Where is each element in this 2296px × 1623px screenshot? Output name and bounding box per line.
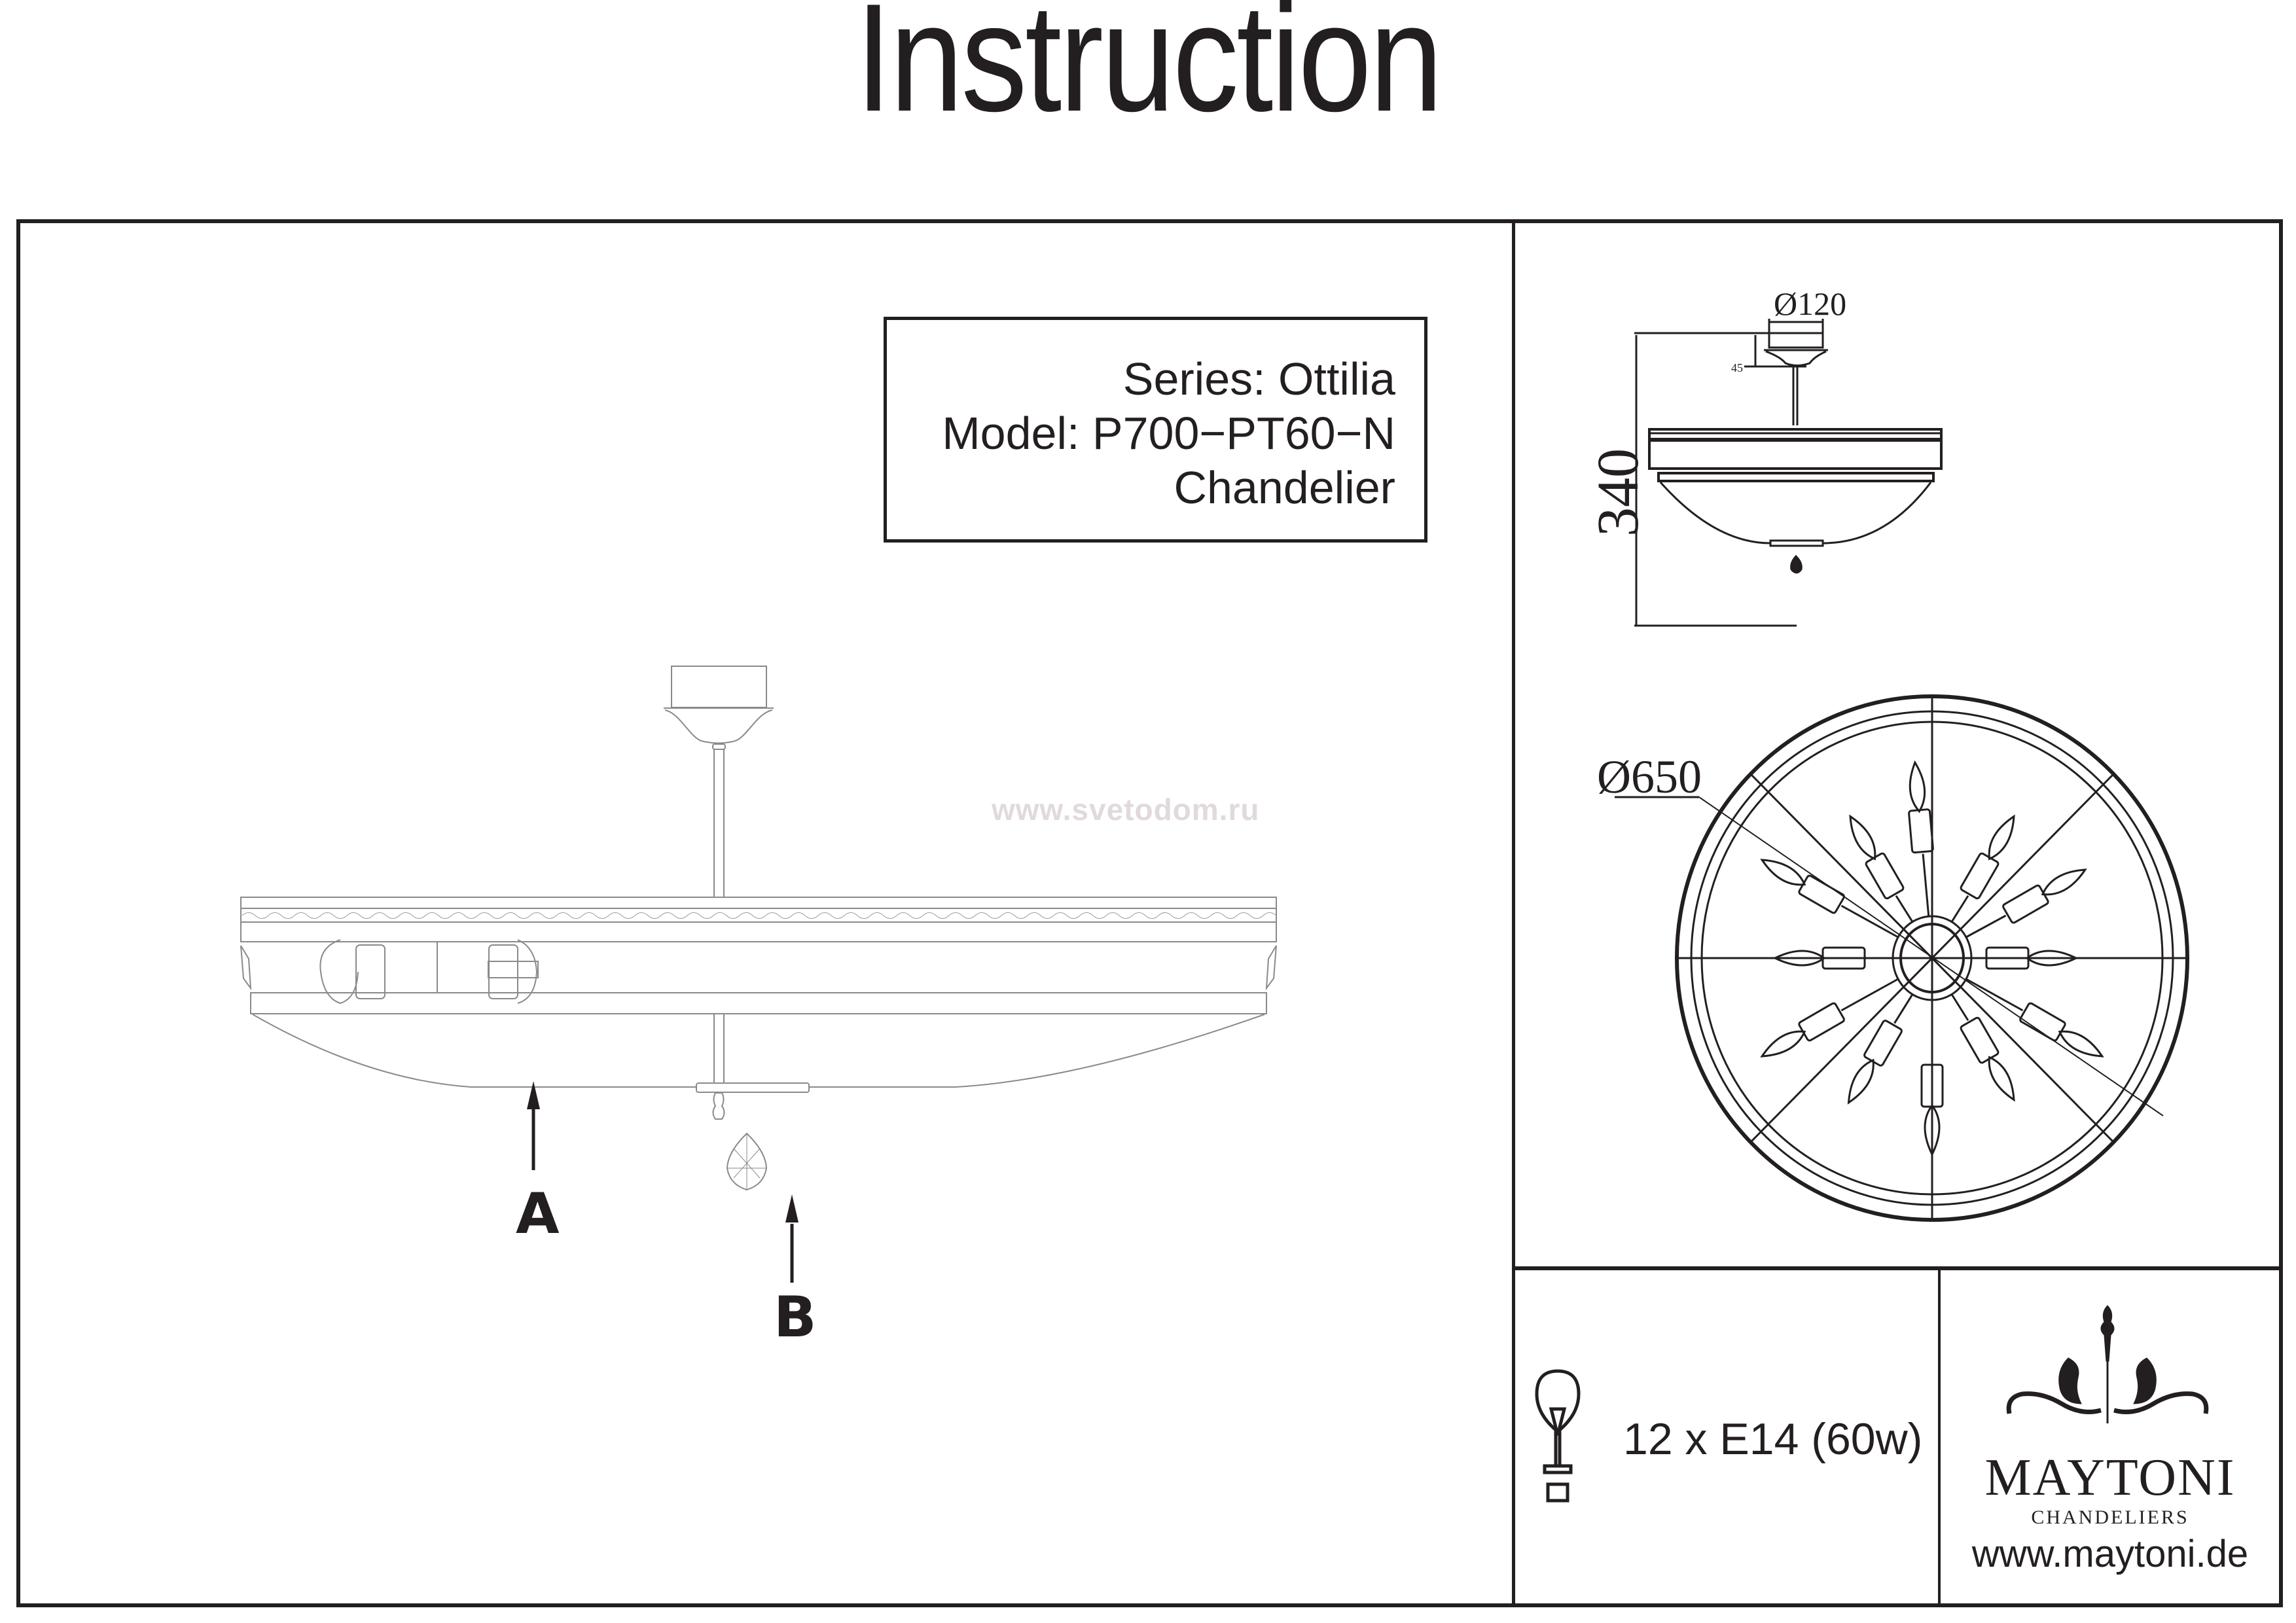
part-a-label: A <box>516 1181 560 1247</box>
bulb-left <box>319 939 359 1005</box>
candle-arms <box>1760 760 2104 1157</box>
lace-pattern <box>242 912 1277 919</box>
candle-bulb <box>1988 1056 2015 1102</box>
light-bulb-icon <box>1535 1369 1581 1503</box>
candle-holder <box>1960 1016 2000 1064</box>
chandelier-side-view <box>240 666 1277 1283</box>
product-info-box: Series: Ottilia Model: P700−PT60−N Chand… <box>884 317 1427 543</box>
candle-holder <box>1908 808 1934 854</box>
candle-holder <box>1863 1020 1903 1067</box>
vertical-divider <box>1512 219 1515 1603</box>
page-title: Instruction <box>855 0 1443 143</box>
candle-arm <box>1922 853 1930 917</box>
candle-bulb <box>1772 950 1826 967</box>
candle-bulb <box>1909 760 1926 813</box>
maytoni-chandelier-logo-icon <box>2006 1305 2209 1423</box>
candle-arm <box>1895 895 1914 923</box>
brand-name: MAYTONI <box>1984 1449 2236 1507</box>
candle-bulb <box>2025 950 2079 967</box>
candle-holder <box>1865 852 1905 900</box>
glass-bowl <box>252 1014 1265 1088</box>
canopy-cup <box>664 707 774 744</box>
type-label: Chandelier <box>1174 462 1395 513</box>
canopy-height-label: 45 <box>1731 361 1743 374</box>
canopy-diameter-label: Ø120 <box>1774 285 1847 322</box>
side-ornament-right <box>1265 945 1277 991</box>
brand-website-link[interactable]: www.maytoni.de <box>1971 1533 2249 1575</box>
candle-holder <box>1960 852 2000 900</box>
candle-arm <box>1965 914 2007 938</box>
drawing-frame <box>16 219 2283 1607</box>
bulb-spec-text: 12 x E14 (60w) <box>1623 1414 1923 1464</box>
candle-bulb <box>2058 1030 2104 1058</box>
candle-bulb <box>1760 859 1806 886</box>
frame-band-bottom <box>250 992 1267 1014</box>
part-b-label: B <box>774 1285 817 1350</box>
candle-bulb <box>1924 1103 1941 1157</box>
candle-holder <box>2002 884 2049 924</box>
watermark: www.svetodom.ru <box>992 793 1260 827</box>
horizontal-divider <box>1512 1266 2279 1270</box>
candle-holder <box>1798 1002 1845 1042</box>
candle-arm <box>1950 993 1969 1022</box>
shade-diameter-label: Ø650 <box>1597 751 1702 803</box>
candle-arm <box>1965 978 2024 1012</box>
brand-tagline: CHANDELIERS <box>2031 1507 2189 1528</box>
candle-bulb <box>1847 1058 1874 1105</box>
candle-bulb <box>1988 814 2015 861</box>
footer-divider <box>1938 1266 1941 1603</box>
side-ornament-left <box>240 945 252 991</box>
series-label: Series: Ottilia <box>1122 353 1395 404</box>
candle-bulb <box>2041 868 2087 896</box>
candle-arm <box>1893 993 1914 1024</box>
candle-arm <box>1840 978 1899 1012</box>
candle-bulb <box>1760 1030 1806 1058</box>
model-label: Model: P700−PT60−N <box>942 408 1395 459</box>
candle-arm <box>1950 895 1969 923</box>
bulb-right <box>517 939 538 1004</box>
candle-bulb <box>1849 814 1876 861</box>
candle-arm <box>1840 904 1899 938</box>
